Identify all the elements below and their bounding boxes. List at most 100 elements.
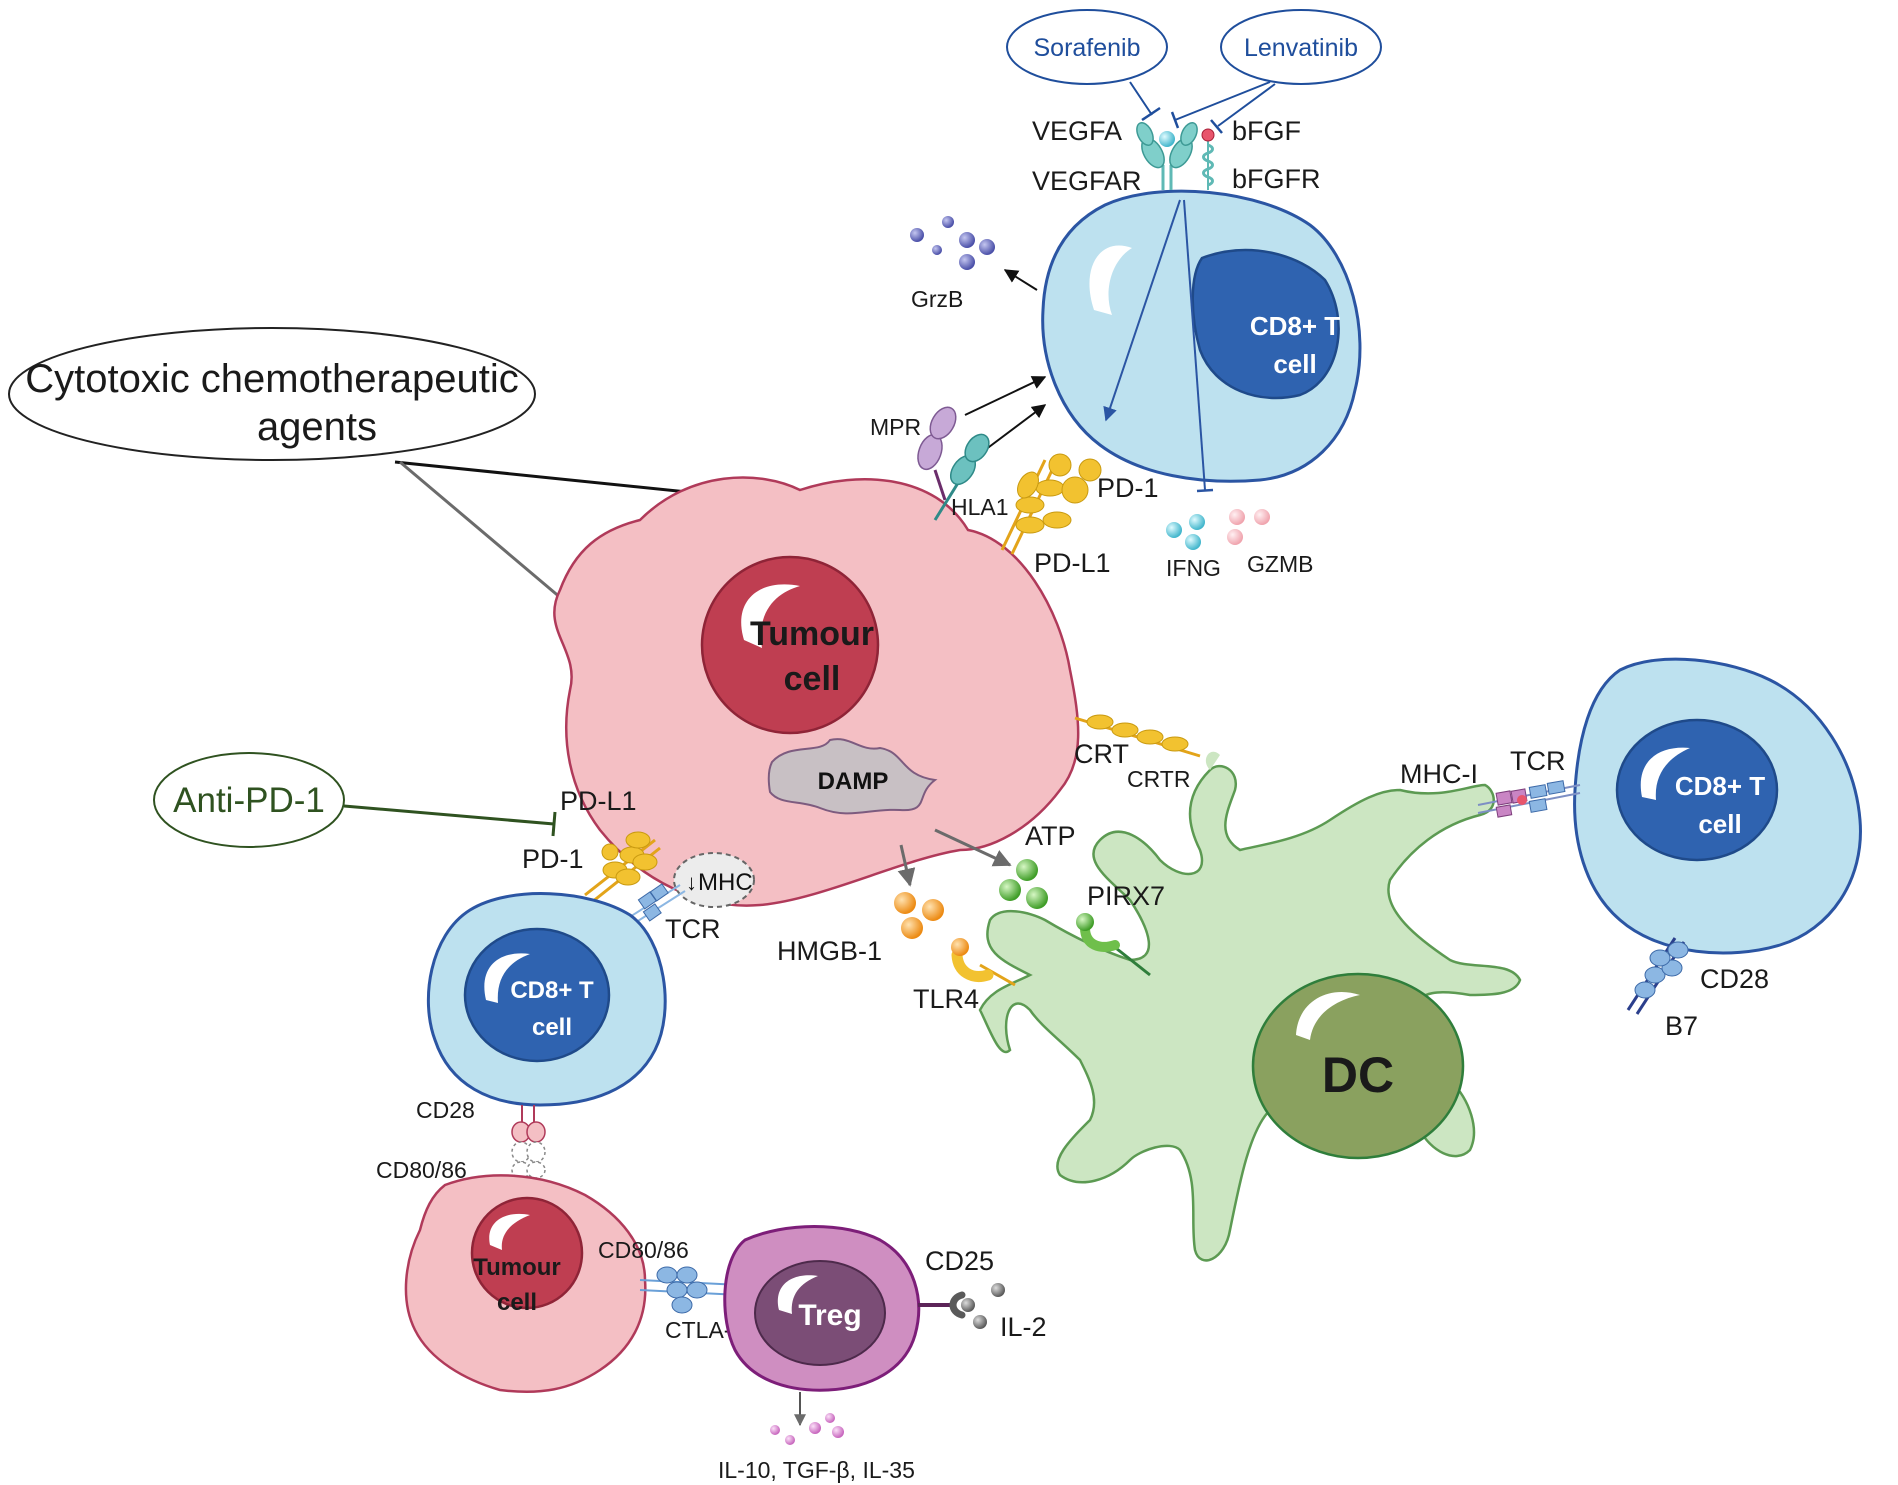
cd28-b7-right-complex bbox=[1626, 937, 1689, 1015]
crt-label: CRT bbox=[1074, 739, 1129, 769]
pd1-top-label: PD-1 bbox=[1097, 473, 1159, 503]
treg-label: Treg bbox=[798, 1299, 861, 1332]
tumour-to-atp-arrow bbox=[934, 828, 1012, 867]
mhc1-tcr-right-complex bbox=[1477, 780, 1581, 818]
tumour-cell-main: Tumour cell bbox=[553, 476, 1080, 907]
atp-molecules bbox=[999, 859, 1048, 909]
cd8-tcell-left: CD8+ T cell bbox=[426, 892, 667, 1107]
pirx7-label: PIRX7 bbox=[1087, 881, 1165, 911]
treg-cell: Treg bbox=[723, 1225, 921, 1392]
bfgf-label: bFGF bbox=[1232, 116, 1301, 146]
chemo-agents-label-line2: agents bbox=[257, 405, 377, 449]
cd8-tcell-right: CD8+ T cell bbox=[1573, 657, 1862, 955]
il10-label: IL-10, TGF-β, IL-35 bbox=[718, 1457, 915, 1483]
tcell-to-grzb-arrow bbox=[1003, 269, 1038, 291]
crtr-label: CRTR bbox=[1127, 766, 1190, 792]
tumour-main-title-2: cell bbox=[784, 660, 841, 698]
cd28-left-label: CD28 bbox=[416, 1097, 475, 1123]
crt-crtr-complex bbox=[1074, 714, 1201, 758]
tcell-left-title-2: cell bbox=[532, 1014, 572, 1041]
pd1-pdl1-left-complex bbox=[584, 831, 661, 904]
lenvatinib-inhibit-line-2 bbox=[1217, 83, 1276, 127]
grzb-label: GrzB bbox=[911, 286, 963, 312]
tcell-right-title-2: cell bbox=[1698, 809, 1741, 839]
sorafenib-inhibit-line bbox=[1129, 81, 1153, 116]
cd8086-treg-label: CD80/86 bbox=[598, 1237, 689, 1263]
tumour-main-nucleus bbox=[700, 555, 880, 735]
cd28-right-label: CD28 bbox=[1700, 964, 1769, 994]
cd25-il2-complex bbox=[918, 1283, 1005, 1329]
dendritic-cell: DC bbox=[978, 751, 1522, 1262]
mpr-receptor bbox=[917, 406, 957, 501]
vegfar-inhibit-line bbox=[1183, 199, 1206, 491]
gzmb-label: GZMB bbox=[1247, 551, 1313, 577]
chemo-agents-callout: Cytotoxic chemotherapeutic agents bbox=[8, 327, 536, 461]
tlr4-label: TLR4 bbox=[913, 984, 979, 1014]
vegfar-inhibit-bar bbox=[1196, 488, 1214, 493]
pdl1-top-label: PD-L1 bbox=[1034, 548, 1111, 578]
dc-label: DC bbox=[1322, 1047, 1394, 1103]
anti-pd1-badge: Anti-PD-1 bbox=[153, 752, 345, 848]
pdl1-left-label: PD-L1 bbox=[560, 786, 637, 816]
hmgb1-molecules bbox=[894, 892, 944, 939]
grzb-granules bbox=[910, 216, 995, 270]
hmgb1-label: HMGB-1 bbox=[777, 936, 882, 966]
lenvatinib-inhibit-line-1 bbox=[1174, 81, 1271, 121]
hla1-receptor bbox=[933, 433, 990, 521]
mpr-to-tcell-arrow bbox=[964, 376, 1047, 416]
tumour-to-hmgb1-arrow bbox=[897, 844, 916, 887]
tcell-top-title-2: cell bbox=[1273, 349, 1316, 379]
anti-pd1-label: Anti-PD-1 bbox=[173, 781, 325, 820]
cd8086-ctla4-complex bbox=[639, 1266, 741, 1314]
sorafenib-badge: Sorafenib bbox=[1006, 9, 1168, 85]
tumour-main-highlight bbox=[741, 584, 800, 648]
il2-label: IL-2 bbox=[1000, 1312, 1047, 1342]
tumour-cell-small: Tumour cell bbox=[404, 1174, 647, 1394]
bfgfr-receptor bbox=[1201, 128, 1215, 190]
vegfa-label: VEGFA bbox=[1032, 116, 1122, 146]
gzmb-granules bbox=[1227, 509, 1270, 545]
atp-label: ATP bbox=[1025, 821, 1076, 851]
tcr-left-label: TCR bbox=[665, 914, 721, 944]
tlr4-receptor bbox=[951, 938, 1016, 987]
pirx7-receptor bbox=[1076, 913, 1151, 977]
ifng-label: IFNG bbox=[1166, 555, 1221, 581]
mhc1-label: MHC-I bbox=[1400, 759, 1478, 789]
tumour-main-title-1: Tumour bbox=[750, 615, 874, 653]
hla1-label: HLA1 bbox=[951, 494, 1009, 520]
ifng-granules bbox=[1166, 514, 1205, 550]
mhc-down-label: MHC bbox=[698, 869, 753, 896]
pd1-pdl1-top-complex bbox=[1000, 453, 1102, 555]
tcr-left-complex bbox=[624, 883, 686, 927]
cd8086-top-label: CD80/86 bbox=[376, 1157, 467, 1183]
chemo-agents-label-line1: Cytotoxic chemotherapeutic bbox=[25, 357, 519, 401]
vegfar-signal-arrow bbox=[1103, 199, 1181, 422]
hla-to-tcell-arrow bbox=[984, 404, 1047, 451]
mhc-down-arrow: ↓ bbox=[686, 870, 697, 895]
mpr-label: MPR bbox=[870, 414, 921, 440]
tcr-right-label: TCR bbox=[1510, 746, 1566, 776]
lenvatinib-badge: Lenvatinib bbox=[1220, 9, 1382, 85]
b7-label: B7 bbox=[1665, 1011, 1698, 1041]
tcell-top-title-1: CD8+ T bbox=[1250, 311, 1340, 341]
cd8-tcell-top: CD8+ T cell bbox=[1041, 189, 1362, 483]
tumour-small-title-1: Tumour bbox=[473, 1254, 561, 1281]
cd28-cd8086-left-complex bbox=[511, 1105, 546, 1179]
pd1-left-label: PD-1 bbox=[522, 844, 584, 874]
anti-pd1-inhibit-line bbox=[343, 804, 555, 826]
damp-blob: DAMP bbox=[767, 738, 938, 815]
tcell-left-title-1: CD8+ T bbox=[510, 977, 594, 1004]
damp-label: DAMP bbox=[818, 768, 889, 795]
vegfar-label: VEGFAR bbox=[1032, 166, 1142, 196]
bfgfr-label: bFGFR bbox=[1232, 164, 1321, 194]
tumour-small-title-2: cell bbox=[497, 1289, 537, 1316]
il10-granules bbox=[770, 1413, 844, 1445]
sorafenib-inhibit-bar bbox=[1141, 106, 1161, 122]
lenvatinib-inhibit-bar-2 bbox=[1210, 119, 1223, 134]
vegfar-receptor bbox=[1136, 121, 1198, 190]
lenvatinib-label: Lenvatinib bbox=[1244, 34, 1358, 62]
lenvatinib-inhibit-bar-1 bbox=[1170, 111, 1180, 129]
tcell-right-title-1: CD8+ T bbox=[1675, 771, 1765, 801]
mhc-down-bubble: ↓ MHC bbox=[673, 852, 755, 908]
